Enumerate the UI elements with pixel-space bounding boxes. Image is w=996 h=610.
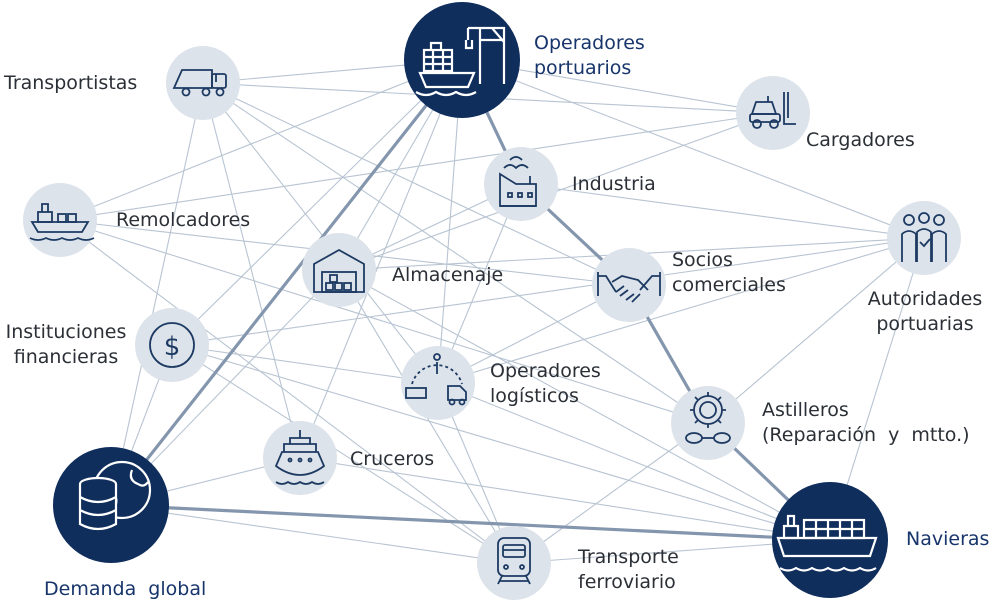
connection-line: [202, 82, 709, 424]
gear-chain-icon: [685, 392, 731, 444]
label-operadores-logisticos: Operadores logísticos: [490, 360, 601, 407]
handshake-icon: [597, 272, 661, 303]
connection-line: [202, 82, 301, 459]
cruise-ship-icon: [274, 430, 326, 485]
forklift-icon: [749, 92, 796, 129]
connection-line: [110, 82, 204, 506]
connection-line: [202, 82, 439, 384]
connection-line: [299, 59, 463, 459]
label-transportistas: Transportistas: [4, 72, 138, 94]
connection-line: [461, 59, 925, 239]
node-navieras: [772, 482, 888, 598]
label-operadores-portuarios: Operadores portuarios: [534, 32, 645, 79]
container-ship-icon: [776, 514, 878, 572]
label-socios-comerciales: Socios comerciales: [672, 249, 786, 296]
node-industria: [484, 147, 558, 221]
svg-text:$: $: [164, 332, 181, 362]
connection-line: [338, 269, 831, 541]
connection-line: [299, 457, 831, 541]
node-astilleros: [671, 386, 745, 460]
node-cruceros: [263, 421, 337, 495]
connection-line: [59, 112, 774, 221]
connection-line: [59, 219, 709, 424]
label-autoridades-portuarias: Autoridades portuarias: [867, 288, 983, 335]
primary-connection-lines: [109, 59, 832, 542]
node-autoridades-portuarias: [887, 201, 961, 275]
primary-connection-line: [110, 503, 831, 542]
tugboat-icon: [29, 203, 95, 241]
port-crane-ship-icon: [415, 26, 506, 97]
connection-line: [171, 344, 515, 564]
label-navieras: Navieras: [906, 528, 990, 550]
node-almacenaje: [302, 233, 376, 307]
connection-line: [171, 237, 925, 346]
node-operadores-logisticos: [401, 346, 475, 420]
connection-line: [520, 183, 925, 239]
primary-connection-line: [109, 59, 464, 506]
factory-icon: [499, 156, 537, 207]
node-transportistas: [166, 46, 240, 120]
node-demanda-global: [53, 447, 169, 563]
connection-line: [171, 344, 439, 384]
connection-line: [110, 504, 515, 564]
label-remolcadores: Remolcadores: [116, 209, 251, 231]
train-icon: [497, 537, 531, 585]
authorities-people-icon: [901, 212, 947, 262]
connection-line: [513, 422, 709, 564]
connection-line: [59, 59, 463, 221]
label-astilleros: Astilleros (Reparación y mtto.): [762, 399, 970, 446]
connection-line: [437, 237, 925, 384]
label-cargadores: Cargadores: [806, 129, 915, 151]
connection-line: [437, 382, 831, 541]
node-socios-comerciales: [592, 248, 666, 322]
logistics-icon: [405, 353, 467, 406]
connection-line: [171, 59, 463, 346]
connection-line: [59, 219, 515, 564]
node-instituciones-financieras: $: [135, 308, 209, 382]
truck-icon: [172, 69, 227, 97]
warehouse-icon: [313, 248, 365, 293]
label-transporte-ferroviario: Transporte ferroviario: [578, 546, 679, 593]
label-instituciones-financieras: Instituciones financieras: [5, 321, 127, 368]
connection-lines: [59, 59, 925, 564]
nodes: $: [23, 2, 961, 600]
label-cruceros: Cruceros: [350, 448, 435, 470]
connection-line: [707, 237, 925, 424]
label-demanda-global: Demanda global: [44, 578, 207, 600]
label-almacenaje: Almacenaje: [392, 264, 504, 286]
node-remolcadores: [23, 183, 97, 257]
node-operadores-portuarios: [404, 2, 520, 118]
dollar-icon: $: [149, 322, 195, 368]
node-cargadores: [736, 76, 810, 150]
node-transporte-ferroviario: [477, 526, 551, 600]
label-industria: Industria: [572, 173, 656, 195]
connection-line: [171, 344, 831, 541]
globe-database-icon: [78, 460, 152, 531]
connection-line: [202, 82, 630, 286]
